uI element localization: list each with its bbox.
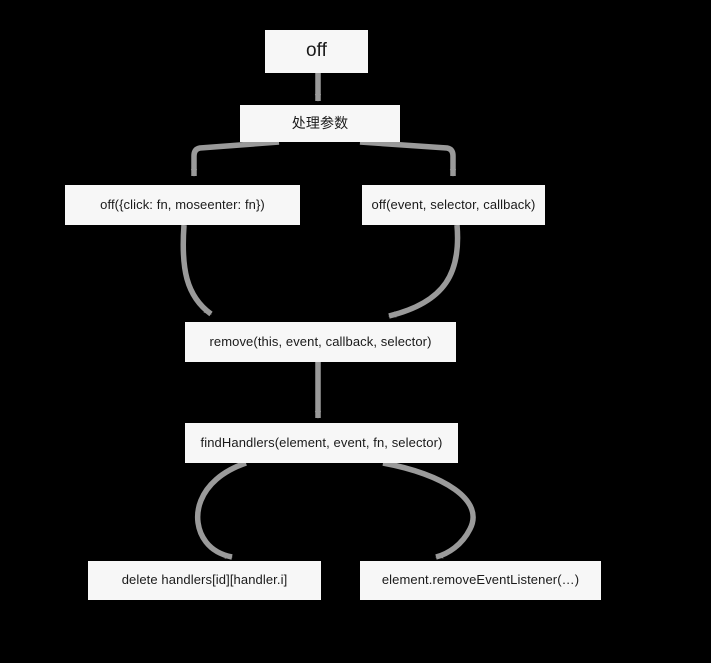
edge-off-event-to-remove (388, 224, 461, 319)
node-off[interactable]: off (265, 30, 368, 73)
edge-process-args-to-off-event (359, 139, 457, 177)
edge-off-object-to-remove (180, 224, 213, 317)
node-find-handlers[interactable]: findHandlers(element, event, fn, selecto… (185, 423, 458, 463)
edge-find-handlers-to-remove-event-listener (382, 460, 476, 560)
node-off-label: off (305, 40, 328, 62)
edge-find-handlers-to-delete-handlers (194, 460, 247, 560)
node-delete-handlers[interactable]: delete handlers[id][handler.i] (88, 561, 321, 600)
node-remove-event-listener-label: element.removeEventListener(…) (381, 572, 580, 588)
node-remove-label: remove(this, event, callback, selector) (209, 333, 432, 349)
node-delete-handlers-label: delete handlers[id][handler.i] (121, 572, 288, 588)
node-find-handlers-label: findHandlers(element, event, fn, selecto… (200, 434, 443, 450)
node-off-event[interactable]: off(event, selector, callback) (362, 185, 545, 225)
node-remove-event-listener[interactable]: element.removeEventListener(…) (360, 561, 601, 600)
node-off-object-label: off({click: fn, moseenter: fn}) (100, 196, 265, 212)
node-off-object[interactable]: off({click: fn, moseenter: fn}) (65, 185, 300, 225)
edge-process-args-to-off-object (190, 139, 280, 177)
node-process-args[interactable]: 处理参数 (240, 105, 400, 142)
node-remove[interactable]: remove(this, event, callback, selector) (185, 322, 456, 362)
node-off-event-label: off(event, selector, callback) (371, 196, 536, 212)
node-process-args-label: 处理参数 (291, 114, 349, 131)
